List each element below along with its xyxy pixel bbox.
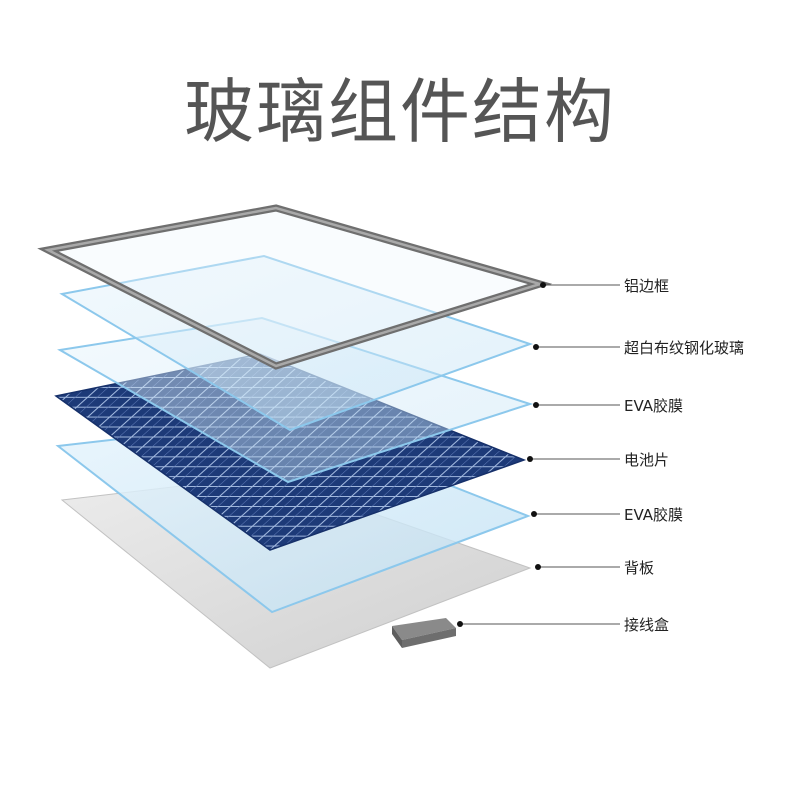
- aluminium-frame-layer: [37, 204, 553, 370]
- label-aluminium-frame: 铝边框: [624, 277, 670, 295]
- page-title: 玻璃组件结构: [184, 71, 616, 153]
- junction-box-icon: [392, 618, 456, 648]
- label-junction-box: 接线盒: [624, 616, 670, 634]
- leader-dots: [457, 282, 546, 627]
- tempered-glass-layer: [59, 254, 534, 432]
- label-tempered-glass: 超白布纹钢化玻璃: [624, 339, 745, 357]
- label-solar-cell: 电池片: [624, 451, 670, 469]
- label-eva-film-lower: EVA胶膜: [624, 506, 684, 524]
- label-eva-film-upper: EVA胶膜: [624, 397, 684, 415]
- leader-lines: [460, 284, 620, 625]
- label-backsheet: 背板: [624, 559, 655, 577]
